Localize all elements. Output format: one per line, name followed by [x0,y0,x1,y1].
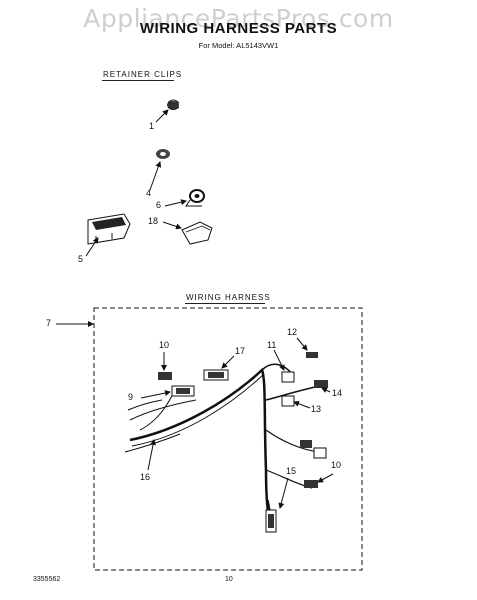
harness-leaders [140,337,334,509]
page-title: WIRING HARNESS PARTS [139,20,338,37]
leader-line [85,237,99,257]
callout-14: 14 [332,388,343,398]
leader-line [162,221,182,230]
callout-6: 6 [156,200,162,210]
leader-line [149,161,162,191]
watermark: AppliancePartsPros.com [83,4,394,33]
callout-16: 16 [140,472,151,482]
callout-10-top: 10 [159,340,170,350]
callout-5: 5 [78,254,84,264]
callout-15: 15 [286,466,297,476]
callout-11: 11 [267,340,277,350]
callout-9: 9 [128,392,134,402]
model-number: For Model: AL5143VW1 [198,41,279,50]
section-underline [102,80,174,81]
callout-4: 4 [146,188,152,198]
connector-11 [281,371,295,383]
retainer-clip-5 [87,213,131,245]
callout-17: 17 [235,346,246,356]
connector-13 [281,395,295,407]
leader-line [155,109,169,123]
terminal-a [300,440,312,448]
section-wiring-harness: WIRING HARNESS [186,293,271,302]
terminal-12 [306,352,318,358]
retainer-clip-4 [156,149,170,159]
connector-15-pins [268,514,274,528]
terminal-b [313,447,327,459]
terminal-10a [158,372,172,380]
retainer-clip-18 [181,221,213,245]
retainer-clip-1 [167,99,180,110]
connector-17-pins [208,372,224,378]
section-retainer-clips: RETAINER CLIPS [103,70,183,79]
connector-9-pins [176,388,190,394]
callout-7: 7 [46,318,52,328]
leader-line [164,199,187,207]
retainer-clip-6 [185,189,205,207]
wiring-harness [124,363,321,531]
callout-18: 18 [148,216,159,226]
callout-10-bottom: 10 [331,460,342,470]
callout-1: 1 [149,121,155,131]
page-number: 10 [225,576,233,583]
section-underline [185,303,265,304]
part-code: 3355562 [33,576,61,583]
terminal-10b [304,480,318,488]
harness-boundary [93,307,363,571]
terminal-14 [314,380,328,388]
callout-13: 13 [311,404,322,414]
callout-12: 12 [287,327,298,337]
